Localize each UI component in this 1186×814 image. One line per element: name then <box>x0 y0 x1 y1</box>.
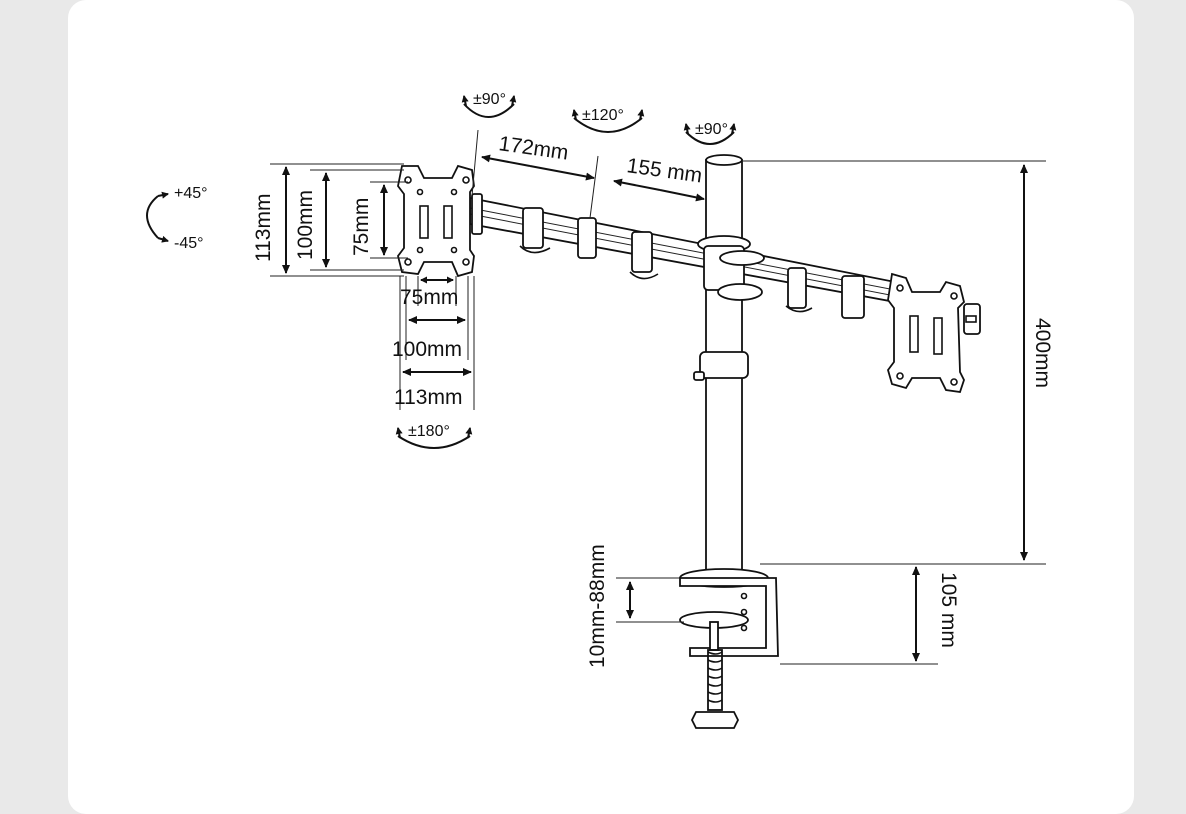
joint-right-rotation-label: ±90° <box>695 121 728 138</box>
joint-center-rotation-indicator <box>571 109 645 133</box>
desk-thickness-dimension <box>616 577 684 623</box>
vesa-horizontal-dimensions <box>399 276 475 410</box>
center-hub <box>697 235 765 301</box>
tilt-indicator <box>146 191 169 243</box>
head-rotation-indicator <box>395 427 473 449</box>
arm-segment-2-dimension <box>613 178 705 202</box>
vesa-height-113-label: 113mm <box>252 194 275 262</box>
arm-joints <box>519 207 865 319</box>
joint-left-rotation-label: ±90° <box>473 91 506 108</box>
tilt-down-label: -45° <box>174 235 204 252</box>
desk-clamp <box>679 568 779 729</box>
vesa-height-100-label: 100mm <box>294 190 317 260</box>
joint-right-rotation-indicator <box>683 123 737 145</box>
pole-collar <box>693 351 749 381</box>
right-vesa-plate <box>887 272 981 393</box>
vesa-width-113-label: 113mm <box>394 386 462 409</box>
vesa-vertical-dimensions <box>270 163 408 277</box>
clamp-height-dimension <box>780 566 938 665</box>
left-vesa-plate <box>397 164 483 278</box>
joint-center-rotation-label: ±120° <box>582 107 624 124</box>
pole-height-dimension <box>742 160 1046 565</box>
head-rotation-label: ±180° <box>408 423 450 440</box>
pole-height-label: 400mm <box>1031 318 1054 388</box>
clamp-height-label: 105 mm <box>937 572 960 648</box>
joint-left-rotation-indicator <box>461 95 517 118</box>
tilt-up-label: +45° <box>174 185 208 202</box>
content-card <box>68 0 1134 814</box>
vesa-width-75-label: 75mm <box>400 286 458 309</box>
arm-segment-1-dimension <box>471 129 599 219</box>
vesa-width-100-label: 100mm <box>392 338 462 361</box>
arm-segment-1-label: 172mm <box>497 132 570 165</box>
desk-thickness-label: 10mm-88mm <box>586 544 609 668</box>
arm-segment-2-label: 155 mm <box>625 154 703 187</box>
vesa-height-75-label: 75mm <box>350 198 373 256</box>
